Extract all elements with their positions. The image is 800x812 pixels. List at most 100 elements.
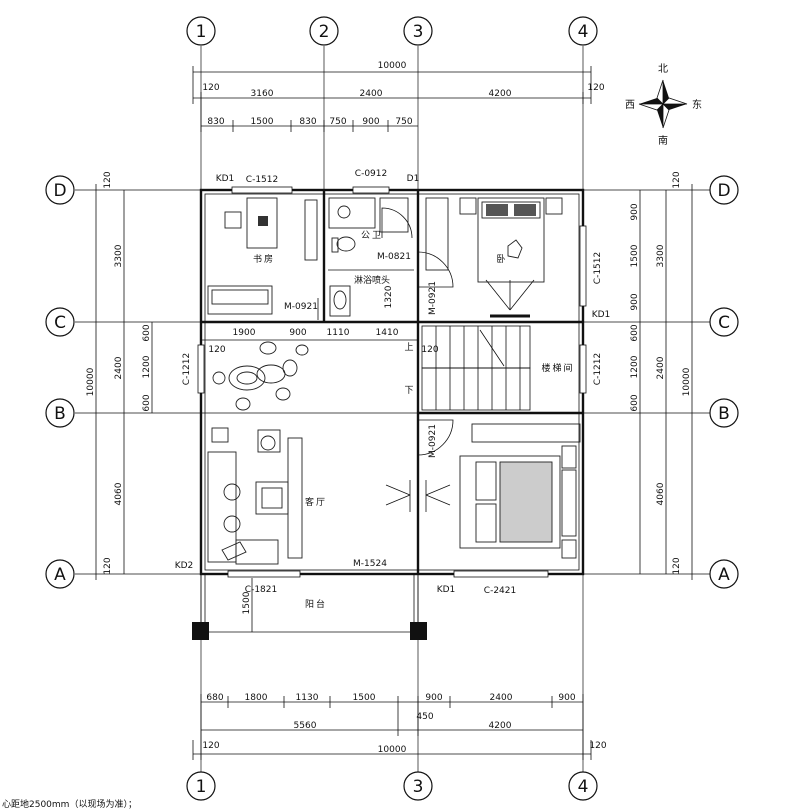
svg-text:1: 1 — [196, 777, 207, 797]
room-label-study: 书房 — [253, 253, 275, 265]
svg-text:2400: 2400 — [360, 89, 383, 99]
kd2-label: KD2 — [175, 561, 194, 571]
d1-label: D1 — [407, 174, 420, 184]
svg-text:3300: 3300 — [114, 244, 124, 267]
windows — [197, 186, 587, 578]
axis-bubble-right-C: C — [709, 307, 739, 337]
svg-text:120: 120 — [208, 345, 225, 355]
svg-text:3: 3 — [413, 777, 424, 797]
svg-text:10000: 10000 — [378, 745, 407, 755]
top-dimensions: 10000 120 120 3160 2400 4200 830 1500 83… — [192, 61, 605, 132]
svg-text:4: 4 — [578, 22, 589, 42]
bedroom-bottom-furniture — [459, 423, 581, 559]
axis-bubble-right-D: D — [709, 175, 739, 205]
svg-text:830: 830 — [207, 117, 224, 127]
axis-bubble-left-D: D — [45, 175, 75, 205]
svg-text:D: D — [53, 181, 66, 201]
window-label-south: C-2421 — [484, 586, 516, 596]
svg-text:C: C — [718, 313, 730, 333]
axis-bubble-bottom-3: 3 — [403, 771, 433, 801]
svg-text:1200: 1200 — [142, 355, 152, 378]
svg-text:B: B — [718, 404, 730, 424]
svg-text:1900: 1900 — [233, 328, 256, 338]
door-label-bath: M-0821 — [377, 252, 411, 262]
door-label-balcony: M-1524 — [353, 559, 387, 569]
right-dimensions: 900 1500 900 600 1200 600 3300 2400 4060… — [630, 171, 693, 580]
window-label-east-top: C-1512 — [593, 252, 603, 284]
svg-text:1130: 1130 — [296, 693, 319, 703]
svg-text:900: 900 — [630, 293, 640, 310]
room-label-bedroom: 卧 — [496, 253, 505, 265]
svg-text:120: 120 — [672, 557, 682, 574]
svg-text:1: 1 — [196, 22, 207, 42]
door-label-bedroom-bottom: M-0921 — [428, 424, 438, 458]
svg-text:120: 120 — [202, 741, 219, 751]
svg-text:C: C — [54, 313, 66, 333]
window-label-bath: C-0912 — [355, 169, 387, 179]
svg-text:120: 120 — [103, 557, 113, 574]
interior-dimensions: 1900 900 1110 1410 1320 1500 120 120 — [208, 285, 438, 614]
doors — [317, 207, 454, 512]
window-label-balcony: C-1821 — [245, 585, 277, 595]
kd1-label-a: KD1 — [216, 174, 235, 184]
svg-text:5560: 5560 — [294, 721, 317, 731]
living-furniture — [207, 427, 303, 565]
window-label-west: C-1212 — [182, 353, 192, 385]
floor-pattern — [212, 341, 309, 411]
door-label-study: M-0921 — [284, 302, 318, 312]
svg-text:600: 600 — [630, 394, 640, 411]
svg-text:830: 830 — [299, 117, 316, 127]
kd1-label-c: KD1 — [437, 585, 456, 595]
footer-note: 心距地2500mm（以现场为准）； — [2, 798, 137, 810]
svg-text:600: 600 — [142, 324, 152, 341]
study-furniture — [207, 197, 318, 315]
svg-text:680: 680 — [206, 693, 223, 703]
svg-text:4060: 4060 — [114, 482, 124, 505]
svg-text:B: B — [54, 404, 66, 424]
svg-text:4060: 4060 — [656, 482, 666, 505]
compass-south: 南 — [658, 134, 668, 147]
svg-text:1500: 1500 — [242, 591, 252, 614]
svg-text:3300: 3300 — [656, 244, 666, 267]
axis-bubble-right-A: A — [709, 559, 739, 589]
svg-text:1410: 1410 — [376, 328, 399, 338]
bedroom-top-furniture — [425, 197, 563, 318]
svg-text:2400: 2400 — [656, 356, 666, 379]
room-label-bathroom: 公卫 — [361, 230, 383, 241]
svg-text:750: 750 — [395, 117, 412, 127]
svg-text:900: 900 — [425, 693, 442, 703]
window-label-study: C-1512 — [246, 175, 278, 185]
svg-text:4200: 4200 — [489, 721, 512, 731]
svg-text:A: A — [718, 565, 730, 585]
svg-text:2400: 2400 — [114, 356, 124, 379]
axis-bubble-left-A: A — [45, 559, 75, 589]
compass: 北 南 东 西 — [625, 63, 702, 147]
stair-up-label: 上 — [404, 342, 413, 353]
bathroom-fixtures — [328, 197, 414, 317]
bottom-dimensions: 680 1800 1130 1500 900 2400 900 450 5560… — [192, 693, 607, 760]
svg-text:2: 2 — [319, 22, 330, 42]
svg-text:1500: 1500 — [353, 693, 376, 703]
svg-text:900: 900 — [362, 117, 379, 127]
svg-text:600: 600 — [142, 394, 152, 411]
svg-text:900: 900 — [630, 203, 640, 220]
svg-text:900: 900 — [289, 328, 306, 338]
svg-text:1500: 1500 — [630, 244, 640, 267]
svg-text:D: D — [717, 181, 730, 201]
svg-text:A: A — [54, 565, 66, 585]
svg-text:120: 120 — [103, 171, 113, 188]
left-dimensions: 10000 120 120 3300 2400 4060 600 1200 60… — [86, 171, 153, 580]
svg-text:120: 120 — [587, 83, 604, 93]
stair — [421, 325, 531, 411]
room-label-balcony: 阳台 — [305, 598, 327, 610]
axis-bubble-left-B: B — [45, 398, 75, 428]
shower-label: 淋浴喷头 — [354, 274, 390, 286]
room-label-living: 客厅 — [305, 496, 327, 508]
svg-text:10000: 10000 — [378, 61, 407, 71]
svg-text:120: 120 — [421, 345, 438, 355]
compass-east: 东 — [692, 98, 702, 111]
compass-north: 北 — [658, 63, 668, 75]
axis-bubble-right-B: B — [709, 398, 739, 428]
kd1-label-b: KD1 — [592, 310, 611, 320]
